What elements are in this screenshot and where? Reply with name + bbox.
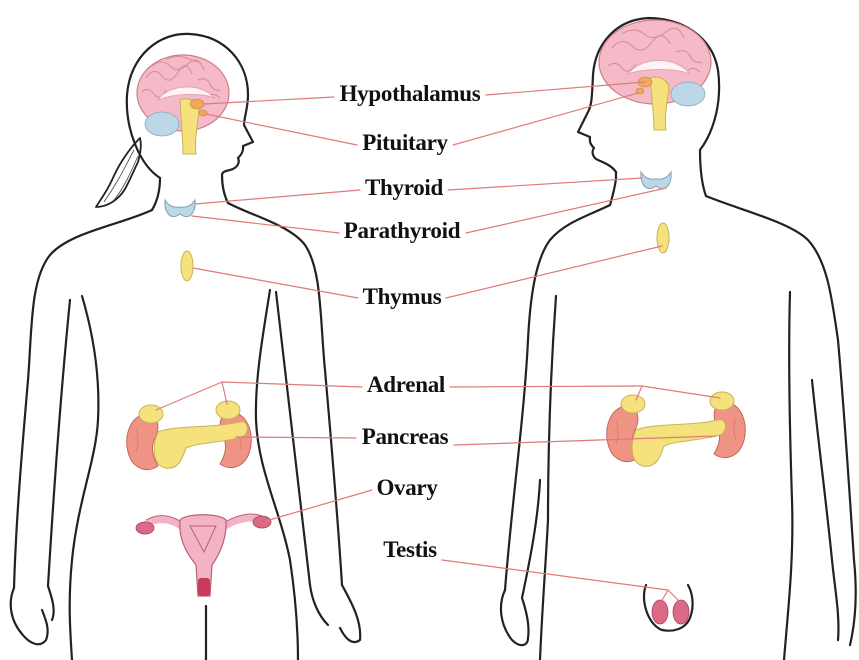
leader-line-pituitary-female bbox=[206, 114, 357, 145]
female-brain bbox=[137, 55, 229, 154]
female-right-hand bbox=[310, 585, 360, 642]
female-uterus bbox=[136, 514, 271, 596]
female-right-torso bbox=[256, 290, 298, 660]
male-brain bbox=[599, 20, 711, 130]
label-hypothalamus: Hypothalamus bbox=[340, 81, 481, 107]
leader-line-pituitary-male bbox=[453, 93, 638, 145]
leader-line-thymus-male bbox=[446, 246, 662, 298]
label-parathyroid: Parathyroid bbox=[344, 218, 460, 244]
male-right-torso bbox=[784, 292, 792, 660]
female-cerebellum bbox=[145, 112, 179, 136]
label-testis: Testis bbox=[383, 537, 437, 563]
leader-line-ovary bbox=[266, 490, 372, 521]
leader-lines bbox=[156, 82, 720, 602]
female-left-inner-arm bbox=[48, 300, 70, 586]
label-thyroid: Thyroid bbox=[365, 175, 443, 201]
female-left-torso bbox=[70, 296, 99, 660]
leader-line-adrenal-male bbox=[450, 386, 720, 400]
male-pancreas bbox=[632, 420, 725, 467]
male-thyroid bbox=[641, 172, 671, 189]
male-adrenal-right bbox=[710, 392, 734, 410]
female-ponytail bbox=[96, 138, 141, 207]
label-pituitary: Pituitary bbox=[362, 130, 447, 156]
female-left-hand bbox=[11, 586, 54, 644]
label-adrenal: Adrenal bbox=[367, 372, 445, 398]
leader-line-adrenal-female bbox=[156, 382, 362, 410]
male-figure bbox=[501, 18, 856, 660]
label-pancreas: Pancreas bbox=[362, 424, 449, 450]
female-thymus bbox=[181, 251, 193, 281]
leader-line-thyroid-female bbox=[195, 190, 360, 204]
female-pituitary bbox=[199, 110, 207, 116]
label-thymus: Thymus bbox=[363, 284, 442, 310]
female-neck-left bbox=[152, 178, 160, 210]
leader-line-pancreas-female bbox=[236, 437, 356, 438]
female-adrenal-left bbox=[139, 405, 163, 423]
female-adrenal-right bbox=[216, 401, 240, 419]
male-right-hand bbox=[812, 380, 856, 645]
label-ovary: Ovary bbox=[376, 475, 437, 501]
male-right-arm bbox=[706, 196, 854, 560]
female-ovary-left bbox=[136, 522, 154, 534]
leader-line-thyroid-male bbox=[448, 178, 642, 190]
male-left-torso bbox=[540, 296, 556, 660]
male-brainstem bbox=[650, 77, 669, 130]
female-right-arm bbox=[228, 203, 342, 585]
male-thymus bbox=[657, 223, 669, 253]
female-ovary-right bbox=[253, 516, 271, 528]
male-testis-left bbox=[652, 600, 668, 624]
male-testis-right bbox=[673, 600, 689, 624]
female-right-inner-arm bbox=[276, 292, 310, 585]
female-neck-right bbox=[222, 175, 228, 203]
male-adrenal-left bbox=[621, 395, 645, 413]
female-hypothalamus bbox=[190, 99, 204, 109]
female-left-arm bbox=[14, 210, 152, 588]
female-thyroid bbox=[165, 200, 195, 217]
male-cerebellum bbox=[671, 82, 705, 106]
male-neck-right bbox=[700, 150, 706, 196]
cervix bbox=[198, 578, 210, 596]
